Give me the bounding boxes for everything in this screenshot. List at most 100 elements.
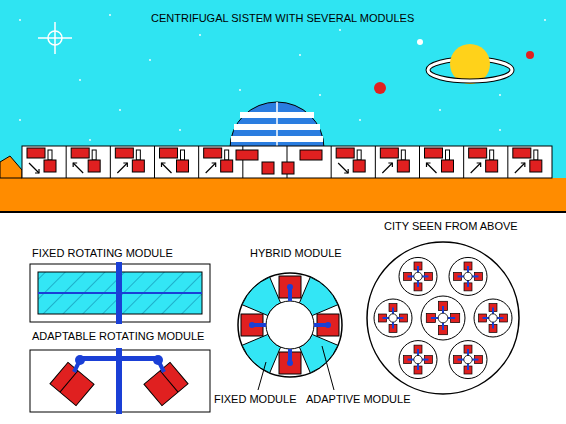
module-pole [401, 150, 405, 160]
star [79, 79, 81, 81]
module-wall [463, 146, 464, 178]
district [374, 299, 412, 337]
hub [464, 355, 472, 363]
module-pole [357, 150, 361, 160]
hub [438, 313, 448, 323]
label: FIXED ROTATING MODULE [32, 247, 173, 260]
module-pole [92, 150, 96, 160]
city-plan [367, 242, 519, 394]
module-block [160, 148, 178, 158]
arm [431, 317, 439, 319]
module-block [71, 148, 89, 158]
star [359, 119, 361, 121]
moon [417, 39, 423, 45]
module-block [425, 148, 443, 158]
module-wall [154, 146, 155, 178]
label: CITY SEEN FROM ABOVE [384, 220, 518, 233]
hub [414, 272, 422, 280]
star [239, 89, 241, 91]
module-block [282, 162, 294, 174]
motion-arrow-head [521, 163, 525, 167]
star [89, 139, 91, 141]
divider [0, 211, 566, 213]
arm [417, 349, 419, 356]
motion-arrow [206, 163, 216, 173]
motion-arrow-head [477, 163, 481, 167]
dome [230, 102, 324, 148]
leader-line [322, 346, 334, 390]
motion-arrow-head [344, 169, 348, 173]
arm [383, 317, 390, 319]
red-planet [374, 82, 386, 94]
joint [249, 322, 255, 328]
label: ADAPTABLE ROTATING MODULE [32, 330, 204, 343]
module-wall [375, 146, 376, 178]
pyramid [0, 156, 22, 178]
star [109, 14, 111, 16]
star [179, 129, 181, 131]
arm [442, 306, 444, 314]
module-block [397, 160, 409, 172]
hub [464, 272, 472, 280]
module-block [44, 160, 56, 172]
module-pole [181, 150, 185, 160]
star [119, 109, 121, 111]
motion-arrow-head [35, 169, 39, 173]
building-modules [27, 146, 542, 178]
star [19, 19, 21, 21]
arm [442, 322, 444, 330]
arm [467, 349, 469, 356]
arm [467, 266, 469, 273]
module-block [204, 148, 222, 158]
motion-arrow [73, 163, 83, 173]
hub [389, 314, 397, 322]
arm [467, 363, 469, 370]
motion-arrow [382, 163, 392, 173]
title: CENTRIFUGAL SISTEM WITH SEVERAL MODULES [151, 12, 414, 25]
ground [0, 178, 566, 212]
module-block [300, 150, 322, 160]
hub [266, 301, 314, 349]
ringed-planet [428, 44, 512, 84]
star [499, 129, 501, 131]
star [149, 59, 151, 61]
arm [483, 317, 490, 319]
motion-arrow [515, 163, 525, 173]
module-block [336, 148, 354, 158]
star [544, 19, 546, 21]
module-pole [225, 150, 229, 160]
module-block [115, 148, 133, 158]
arm [417, 266, 419, 273]
leader-line [258, 362, 266, 390]
module-pole [136, 150, 140, 160]
module-wall [110, 146, 111, 178]
module-block [530, 160, 542, 172]
arm [408, 359, 415, 361]
label: FIXED MODULE [214, 393, 297, 406]
label: ADAPTIVE MODULE [306, 393, 411, 406]
hub [414, 355, 422, 363]
district [449, 341, 487, 379]
arm [458, 275, 465, 277]
sky [0, 0, 566, 212]
star [199, 34, 201, 36]
module-block [177, 160, 189, 172]
star [299, 54, 301, 56]
hub [489, 314, 497, 322]
arm [447, 317, 455, 319]
motion-arrow-head [123, 163, 127, 167]
district [449, 257, 487, 295]
district [399, 341, 437, 379]
motion-arrow-head [162, 163, 166, 167]
motion-arrow [29, 163, 39, 173]
motion-arrow-head [73, 163, 77, 167]
crosshair [38, 22, 72, 54]
arm [417, 363, 419, 370]
motion-arrow [117, 163, 127, 173]
star [319, 94, 321, 96]
centrifugal-building [22, 146, 552, 178]
motion-arrow [338, 163, 348, 173]
label: HYBRID MODULE [250, 247, 342, 260]
